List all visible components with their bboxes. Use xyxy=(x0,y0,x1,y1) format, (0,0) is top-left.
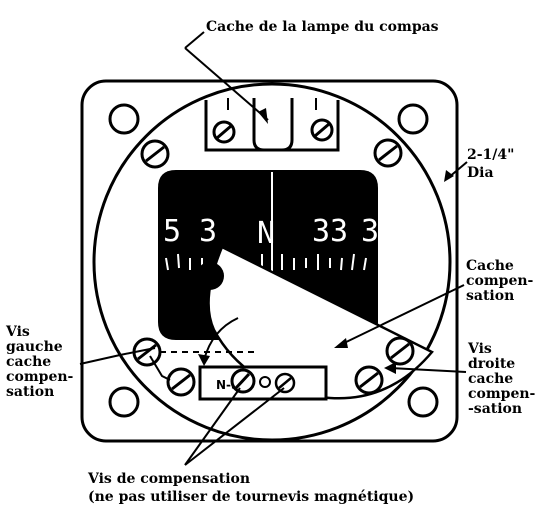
mounting-hole-bottom-right xyxy=(407,386,439,418)
label-compensation-cover: Cache compen- sation xyxy=(466,259,533,304)
cover-screw-right xyxy=(385,336,415,366)
bezel-screw-bottom-left xyxy=(166,367,196,397)
cover-notch xyxy=(196,262,224,290)
leader-arrowheads xyxy=(198,108,454,374)
label-left-screw: Vis gauche cache compen- sation xyxy=(6,325,73,400)
arrow-left-curve xyxy=(203,317,239,361)
lamp-cover-screw-left xyxy=(212,120,236,144)
mounting-hole-top-right xyxy=(397,103,429,135)
label-left-screw-line3: cache xyxy=(6,354,52,370)
leader-left-screw xyxy=(79,347,156,365)
label-diameter-unit: Dia xyxy=(467,165,494,181)
bezel-screw-top-right xyxy=(373,138,403,168)
arrowhead-left-curve xyxy=(198,354,210,366)
adjuster-hole-small xyxy=(259,376,271,388)
leader-adjust-2 xyxy=(184,387,285,466)
label-left-screw-line5: sation xyxy=(6,384,55,400)
label-left-screw-line4: compen- xyxy=(6,369,74,385)
card-marking-33: 33 xyxy=(312,214,348,249)
label-adjust-screws-note: (ne pas utiliser de tournevis magnétique… xyxy=(88,489,415,505)
card-marking-north: N xyxy=(257,216,275,251)
bezel-screw-bottom-right xyxy=(354,365,384,395)
label-adjust-screws: Vis de compensation xyxy=(88,471,251,487)
leader-lamp-cover xyxy=(184,31,205,49)
label-lamp-cover: Cache de la lampe du compas xyxy=(206,19,439,35)
arrowhead-diameter xyxy=(444,170,454,182)
label-right-screw: Vis droite cache compen- -sation xyxy=(468,342,535,417)
leader-lines xyxy=(79,31,468,466)
label-right-screw-line2: droite xyxy=(468,356,516,372)
leader-compensation-cover xyxy=(339,284,465,346)
label-right-screw-line3: cache xyxy=(468,371,514,387)
compass-card-ticks xyxy=(165,253,367,271)
mounting-hole-bottom-left xyxy=(108,386,140,418)
lamp-cover-screw-right xyxy=(310,118,334,142)
label-compensation-cover-line2: compen- xyxy=(466,273,534,289)
arrowhead-compensation xyxy=(334,338,348,348)
arrowhead-lamp xyxy=(258,108,268,124)
leader-right-screw xyxy=(389,367,467,373)
label-left-screw-line2: gauche xyxy=(6,339,63,355)
card-marking-3-right: 3 xyxy=(361,214,379,249)
leader-left-screw-lower xyxy=(149,355,171,381)
card-marking-3: 3 xyxy=(199,214,217,249)
label-right-screw-line4: compen- xyxy=(468,386,536,402)
arrowhead-right-screw xyxy=(384,362,396,374)
leader-lamp-cover-diag xyxy=(184,47,269,121)
adjuster-screw-ew xyxy=(274,372,296,394)
label-left-screw-line1: Vis xyxy=(6,324,30,340)
adjuster-screw-ns xyxy=(230,368,256,394)
label-compensation-cover-line3: sation xyxy=(466,288,515,304)
label-right-screw-line1: Vis xyxy=(468,341,492,357)
label-right-screw-line5: -sation xyxy=(468,401,523,417)
label-compensation-cover-line1: Cache xyxy=(466,258,514,274)
compass-card-markings: 5 3 N 33 3 xyxy=(163,214,379,251)
bezel-screw-top-left xyxy=(140,139,170,169)
label-diameter-value: 2-1/4" xyxy=(467,147,515,163)
card-marking-5: 5 xyxy=(163,214,181,249)
leader-adjust-1 xyxy=(184,387,241,466)
mounting-hole-top-left xyxy=(108,103,140,135)
